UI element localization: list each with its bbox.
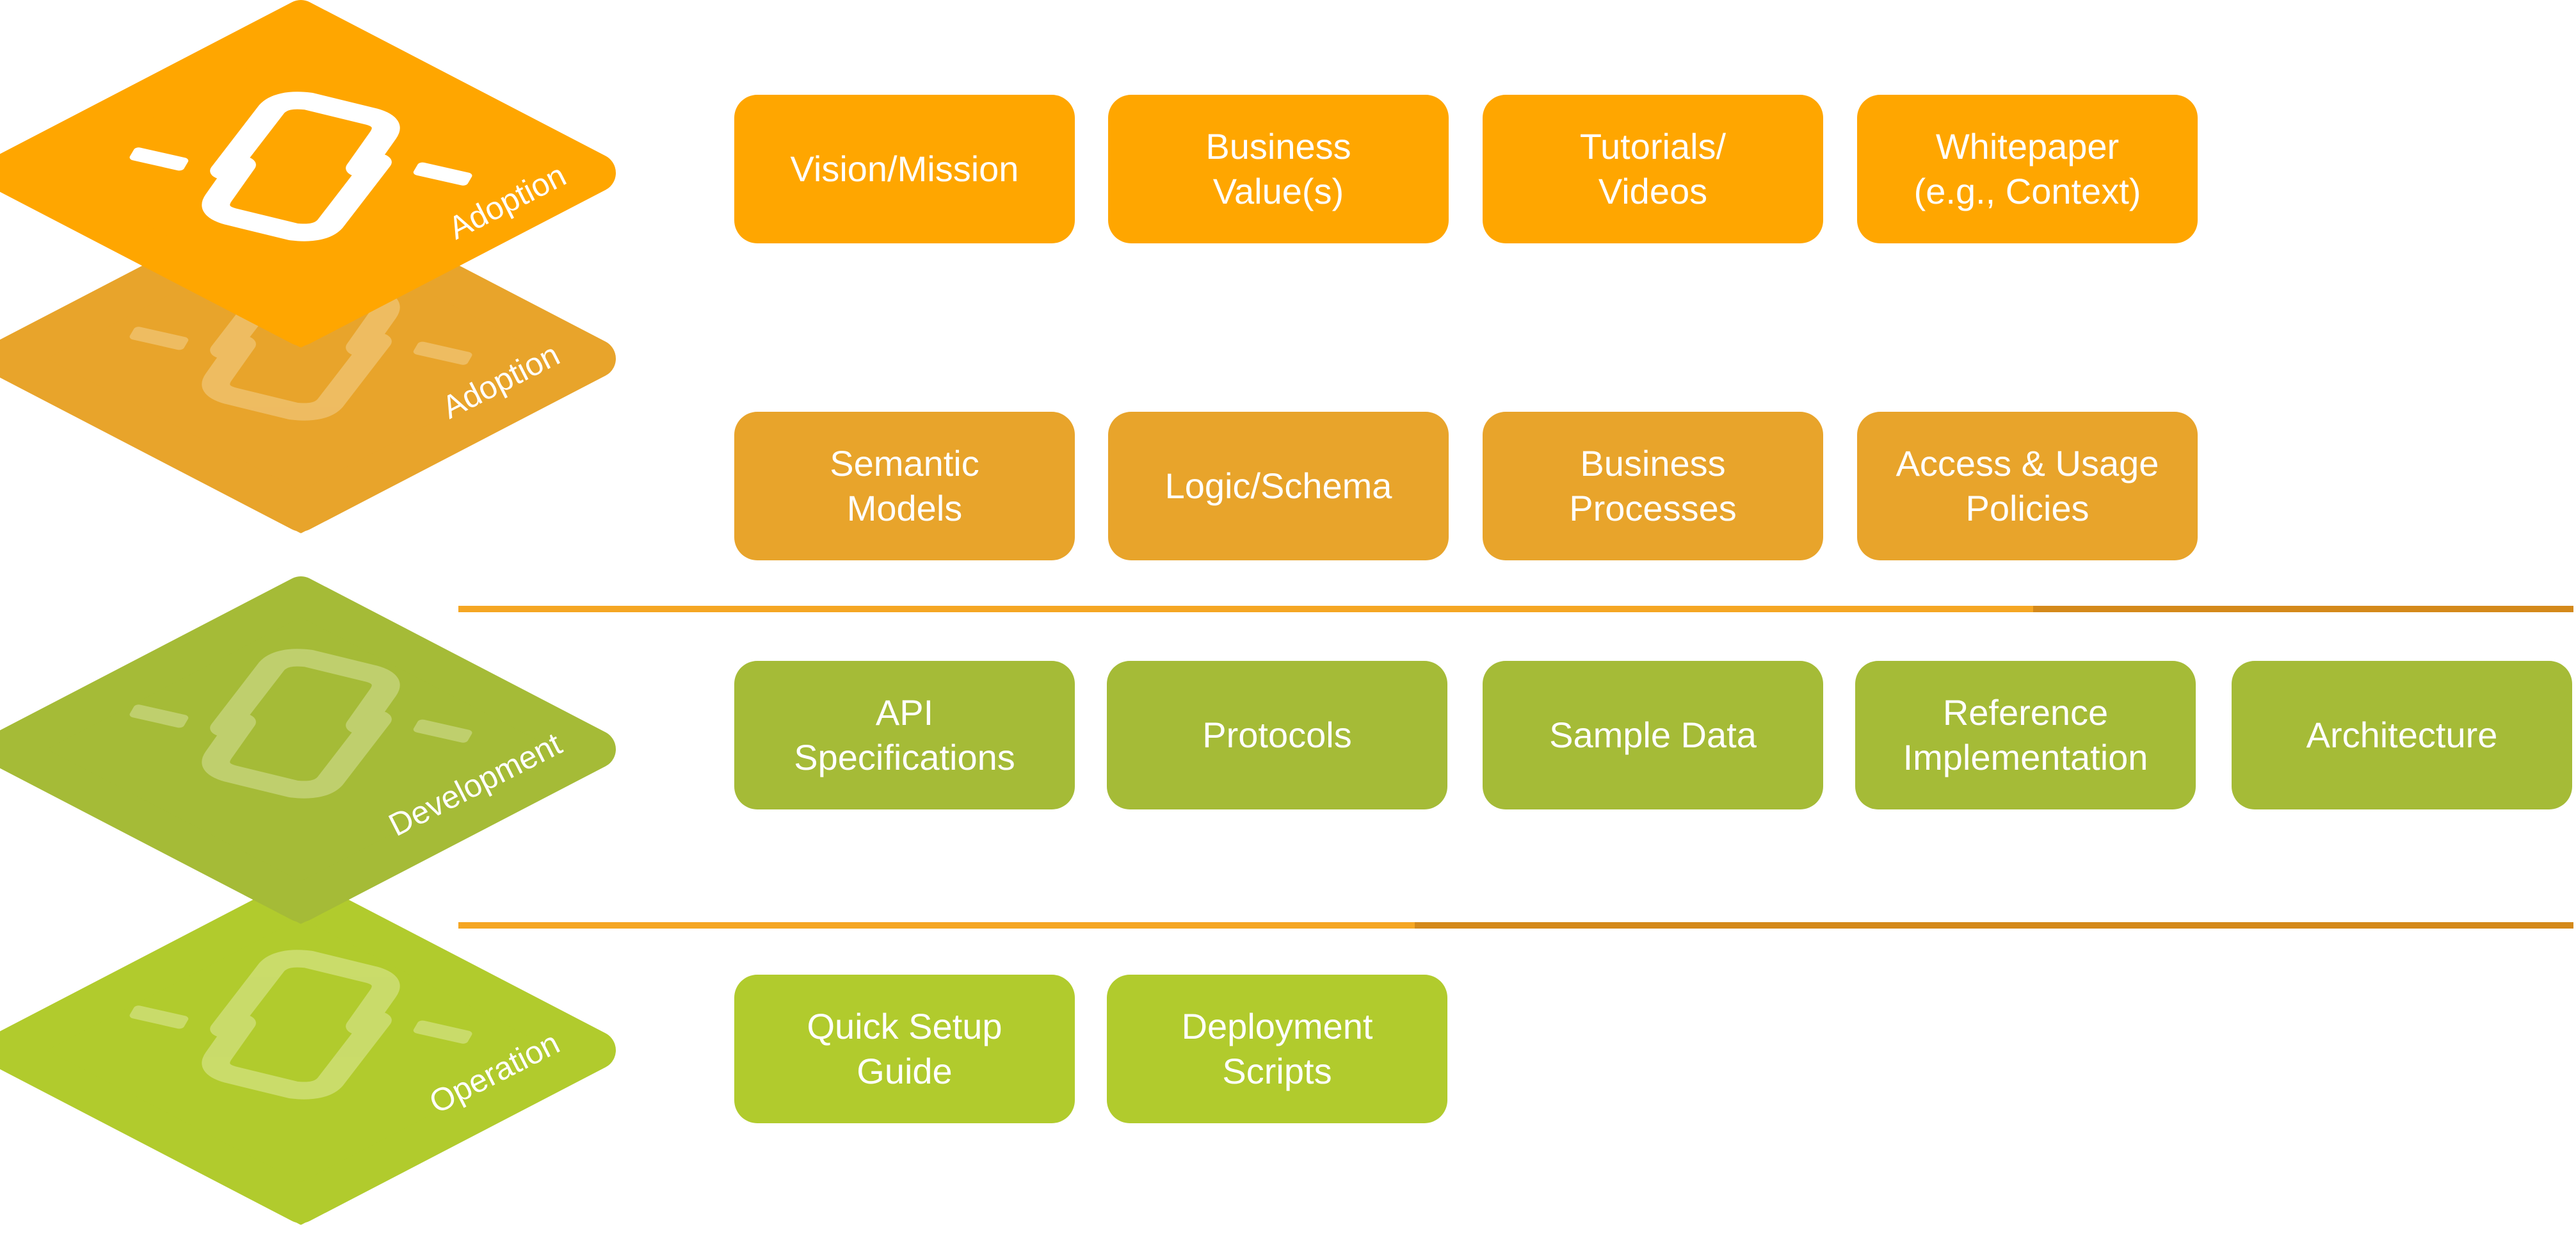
item-reference-implementation: Reference Implementation (1855, 661, 2196, 809)
item-sample-data: Sample Data (1483, 661, 1823, 809)
layer-adoption-secondary: Adoption (0, 186, 616, 533)
divider-line (2033, 606, 2573, 612)
layer-operation: Operation (0, 877, 616, 1225)
layer-development: Development (0, 576, 616, 924)
item-architecture: Architecture (2232, 661, 2572, 809)
item-deployment-scripts: Deployment Scripts (1107, 975, 1447, 1123)
divider-line (1415, 922, 2573, 929)
divider-line (458, 922, 1415, 929)
item-business-values: Business Value(s) (1108, 95, 1449, 243)
item-quick-setup-guide: Quick Setup Guide (734, 975, 1075, 1123)
divider-line (458, 606, 2033, 612)
layer-adoption: Adoption (0, 0, 616, 348)
item-semantic-models: Semantic Models (734, 412, 1075, 560)
item-logic-schema: Logic/Schema (1108, 412, 1449, 560)
item-protocols: Protocols (1107, 661, 1447, 809)
item-whitepaper: Whitepaper (e.g., Context) (1857, 95, 2198, 243)
item-api-specifications: API Specifications (734, 661, 1075, 809)
item-vision-mission: Vision/Mission (734, 95, 1075, 243)
item-business-processes: Business Processes (1483, 412, 1823, 560)
item-tutorials-videos: Tutorials/ Videos (1483, 95, 1823, 243)
item-access-usage-policies: Access & Usage Policies (1857, 412, 2198, 560)
